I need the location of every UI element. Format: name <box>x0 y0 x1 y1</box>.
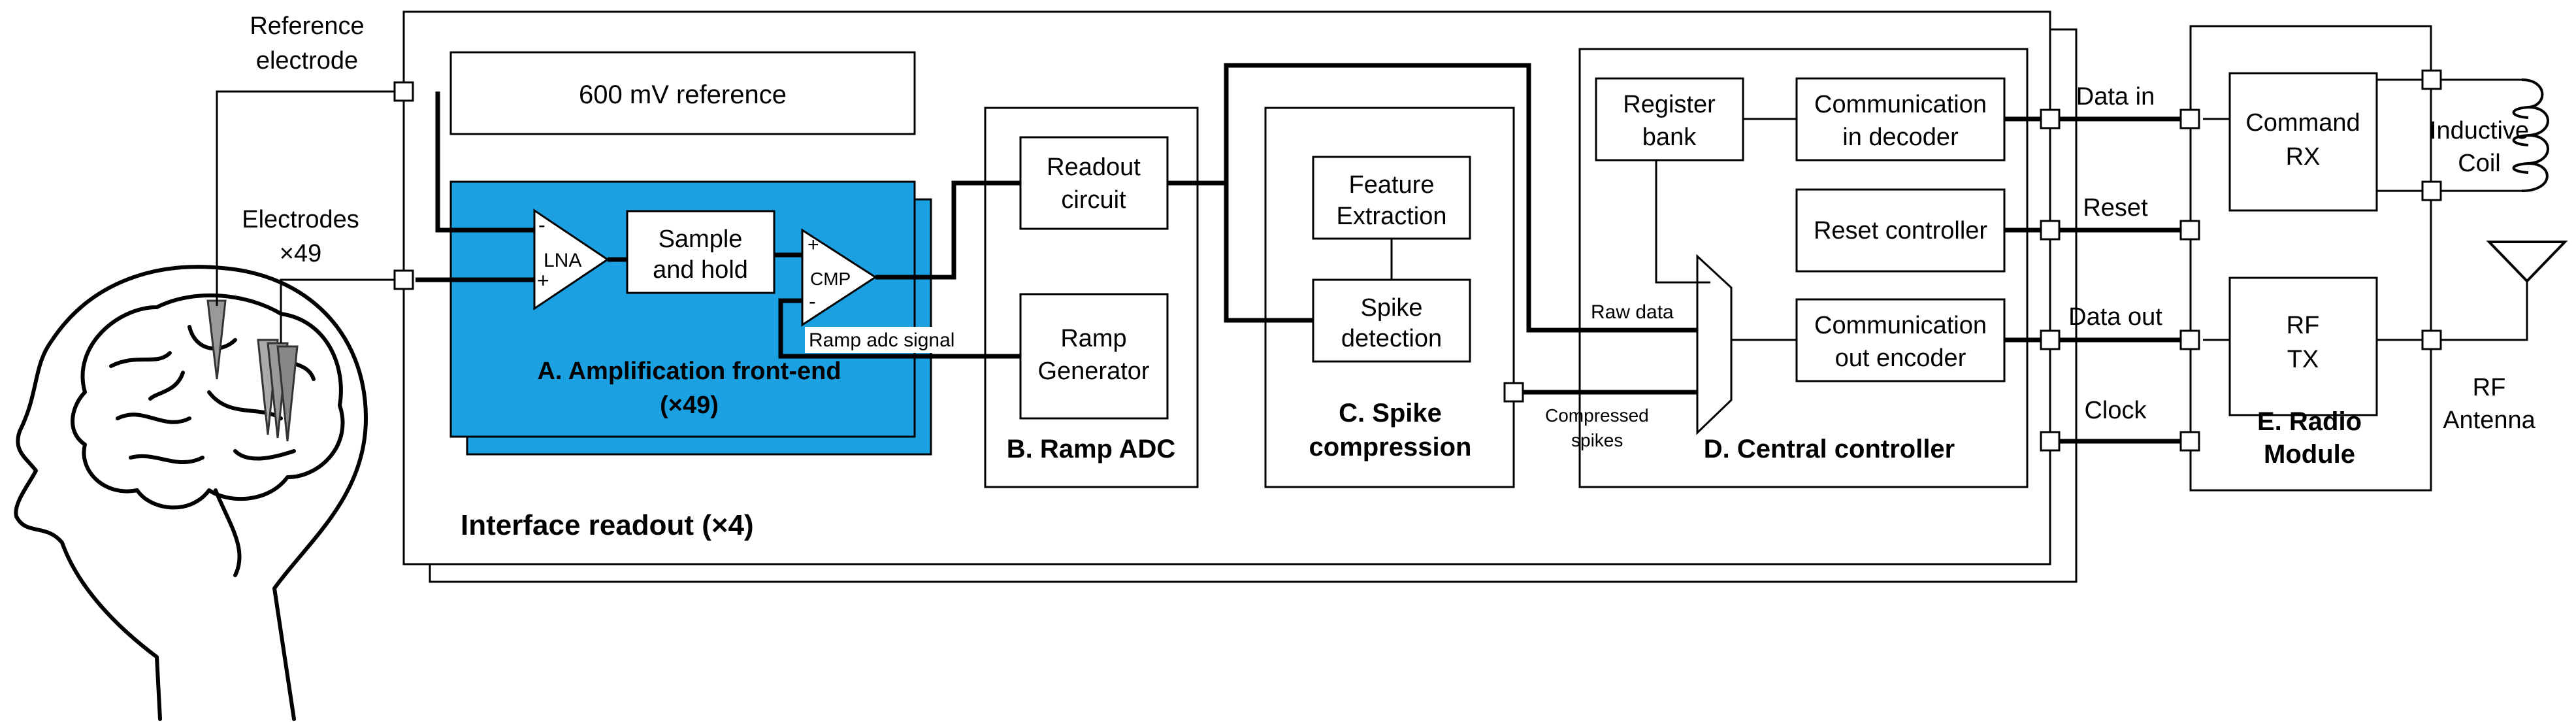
lna-label: LNA <box>544 250 581 271</box>
antenna-label-2: Antenna <box>2443 407 2535 434</box>
rampgen-to-cmp-wire <box>778 298 1020 359</box>
port-data-in-radio <box>2179 109 2200 129</box>
clock-label: Clock <box>2084 397 2147 424</box>
port-compressed-spikes <box>1503 382 1524 403</box>
ramp-generator-block <box>1019 293 1169 420</box>
ref-to-lna-wire <box>435 92 534 233</box>
afe-title-1: A. Amplification front-end <box>537 358 841 385</box>
ramp-generator-label-2: Generator <box>1037 358 1149 385</box>
port-data-out-ctrl <box>2040 329 2061 350</box>
data-in-label: Data in <box>2076 83 2155 110</box>
comm-in-label-2: in decoder <box>1842 124 1959 151</box>
feature-extraction-label-1: Feature <box>1349 171 1435 199</box>
comm-out-label-1: Communication <box>1814 312 1987 339</box>
lna-amplifier <box>533 209 610 311</box>
inductive-coil-icon <box>2441 78 2549 192</box>
command-rx-label-1: Command <box>2245 109 2360 137</box>
port-electrodes <box>393 269 414 290</box>
register-bank-label-1: Register <box>1623 91 1716 118</box>
reference-electrode-probe <box>206 299 227 380</box>
electrodes-wire <box>280 278 404 343</box>
port-clock-radio <box>2179 431 2200 452</box>
comparator <box>801 228 877 327</box>
radio-module-title-2: Module <box>2264 440 2355 469</box>
command-rx-label-2: RX <box>2286 143 2321 171</box>
port-reset-ctrl <box>2040 220 2061 241</box>
antenna-icon <box>2441 241 2568 341</box>
sample-hold-label-1: Sample <box>659 226 743 253</box>
sample-hold-label-2: and hold <box>653 256 748 284</box>
data-out-label: Data out <box>2068 303 2162 331</box>
ramp-adc-signal-label: Ramp adc signal <box>809 329 954 351</box>
inductive-coil-label-1: Inductive <box>2430 117 2529 144</box>
reference-600mv-label: 600 mV reference <box>579 80 787 109</box>
reference-electrode-label-1: Reference <box>250 12 364 40</box>
readout-to-spike-wire <box>1167 180 1313 323</box>
antenna-label-1: RF <box>2473 374 2506 401</box>
spike-detection-label-2: detection <box>1341 325 1442 352</box>
port-coil-bottom <box>2421 180 2442 201</box>
cmp-to-readout-wire <box>875 180 1020 280</box>
raw-data-wire <box>1224 63 1697 333</box>
reference-600mv-block <box>449 51 916 135</box>
port-reset-radio <box>2179 220 2200 241</box>
rf-tx-label-1: RF <box>2287 312 2320 339</box>
rf-tx-block <box>2228 277 2378 416</box>
lna-plus-sign: + <box>537 269 549 292</box>
spike-detection-label-1: Spike <box>1360 294 1422 322</box>
rf-tx-label-2: TX <box>2287 346 2319 373</box>
readout-circuit-block <box>1019 136 1169 230</box>
port-data-out-radio <box>2179 329 2200 350</box>
comm-out-label-2: out encoder <box>1835 345 1966 372</box>
reference-electrode-label-2: electrode <box>256 47 358 75</box>
compressed-spikes-label-2: spikes <box>1571 430 1623 450</box>
port-squares <box>393 69 2442 452</box>
port-coil-top <box>2421 69 2442 90</box>
feature-extraction-label-2: Extraction <box>1337 203 1447 230</box>
ramp-adc-title: B. Ramp ADC <box>1007 435 1176 463</box>
electrode-array-probes <box>257 339 299 442</box>
cmp-label: CMP <box>810 269 851 289</box>
reset-controller-label: Reset controller <box>1814 217 1987 244</box>
spike-compression-title-1: C. Spike <box>1339 399 1442 428</box>
cmp-minus-sign: - <box>809 290 816 313</box>
reset-controller-block <box>1795 188 2006 273</box>
electrodes-label-2: ×49 <box>280 240 321 267</box>
electrodes-label-1: Electrodes <box>242 206 359 233</box>
port-reference <box>393 81 414 102</box>
inductive-coil-label-2: Coil <box>2458 150 2500 177</box>
ramp-adc-signal-label-bg <box>805 327 989 353</box>
ramp-generator-label-1: Ramp <box>1060 325 1126 352</box>
port-antenna <box>2421 329 2442 350</box>
interface-readout-title: Interface readout (×4) <box>461 509 754 541</box>
multiplexer <box>1696 254 1733 435</box>
port-clock-ctrl <box>2040 431 2061 452</box>
feature-extraction-block <box>1312 156 1471 240</box>
lna-minus-sign: - <box>538 213 546 237</box>
port-data-in-ctrl <box>2040 109 2061 129</box>
reference-electrode-wire <box>216 90 404 306</box>
sample-and-hold-block <box>626 210 775 294</box>
register-to-mux-link <box>1655 160 1710 284</box>
comm-in-label-1: Communication <box>1814 91 1987 118</box>
central-controller-title: D. Central controller <box>1704 435 1955 463</box>
reset-label: Reset <box>2083 194 2148 222</box>
human-head-brain-icon <box>14 265 368 721</box>
compressed-spikes-label-1: Compressed <box>1545 405 1649 426</box>
register-bank-label-2: bank <box>1642 124 1697 151</box>
raw-data-label: Raw data <box>1591 301 1674 323</box>
readout-circuit-label-2: circuit <box>1061 186 1126 214</box>
command-rx-block <box>2228 72 2378 212</box>
radio-module-title-1: E. Radio <box>2257 407 2362 436</box>
communication-out-encoder-block <box>1795 298 2006 382</box>
cmp-plus-sign: + <box>807 234 819 256</box>
readout-circuit-label-1: Readout <box>1047 154 1141 181</box>
spike-compression-title-2: compression <box>1309 433 1472 462</box>
register-bank-block <box>1595 77 1744 161</box>
afe-title-2: (×49) <box>660 392 719 419</box>
